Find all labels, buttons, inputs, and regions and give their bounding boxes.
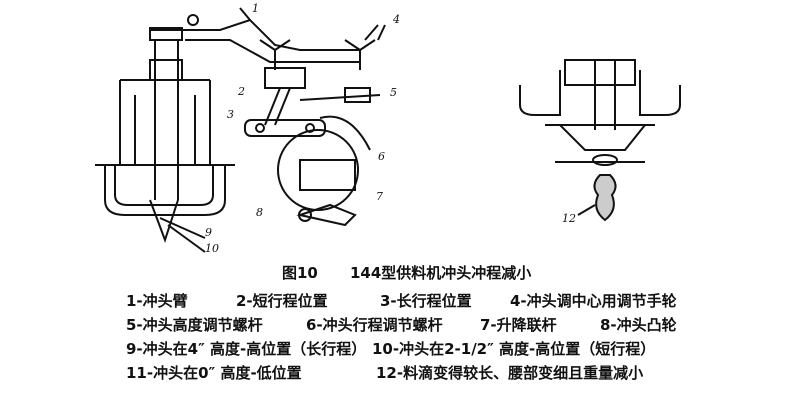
callout-5: 5 <box>390 86 397 99</box>
legend-item-7: 7-升降联杆 <box>480 316 557 334</box>
callout-9: 9 <box>205 226 212 239</box>
callout-10: 10 <box>205 242 219 255</box>
callout-12: 12 <box>562 212 576 225</box>
feeder-plunger-mechanism-drawing: 1 2 3 4 5 6 7 8 9 10 12 <box>95 2 681 255</box>
plunger-arm <box>150 7 361 63</box>
spout-detail-view <box>519 59 681 222</box>
plunger-column <box>95 27 235 253</box>
legend-item-10: 10-冲头在2-1/2″ 高度-高位置（短行程） <box>372 340 656 358</box>
legend-item-12: 12-料滴变得较长、腰部变细且重量减小 <box>376 364 644 382</box>
legend-item-3: 3-长行程位置 <box>380 292 472 310</box>
figure-title: 144型供料机冲头冲程减小 <box>350 264 532 282</box>
legend-item-8: 8-冲头凸轮 <box>600 316 677 334</box>
legend-item-2: 2-短行程位置 <box>236 292 328 310</box>
callout-6: 6 <box>378 150 385 163</box>
callout-1: 1 <box>252 2 259 15</box>
handwheel-4 <box>259 24 386 70</box>
legend-item-5: 5-冲头高度调节螺杆 <box>126 316 263 334</box>
callout-7: 7 <box>376 190 383 203</box>
legend-item-1: 1-冲头臂 <box>126 292 188 310</box>
callout-8: 8 <box>256 206 263 219</box>
legend-item-4: 4-冲头调中心用调节手轮 <box>510 292 677 310</box>
legend-item-9: 9-冲头在4″ 高度-高位置（长行程） <box>126 340 367 358</box>
callout-2: 2 <box>237 85 245 98</box>
linkage-assembly <box>244 67 381 227</box>
legend-item-11: 11-冲头在0″ 高度-低位置 <box>126 364 302 382</box>
figure-number: 图10 <box>282 264 318 282</box>
callout-3: 3 <box>227 108 234 121</box>
legend-item-6: 6-冲头行程调节螺杆 <box>306 316 443 334</box>
callout-4: 4 <box>392 13 400 26</box>
